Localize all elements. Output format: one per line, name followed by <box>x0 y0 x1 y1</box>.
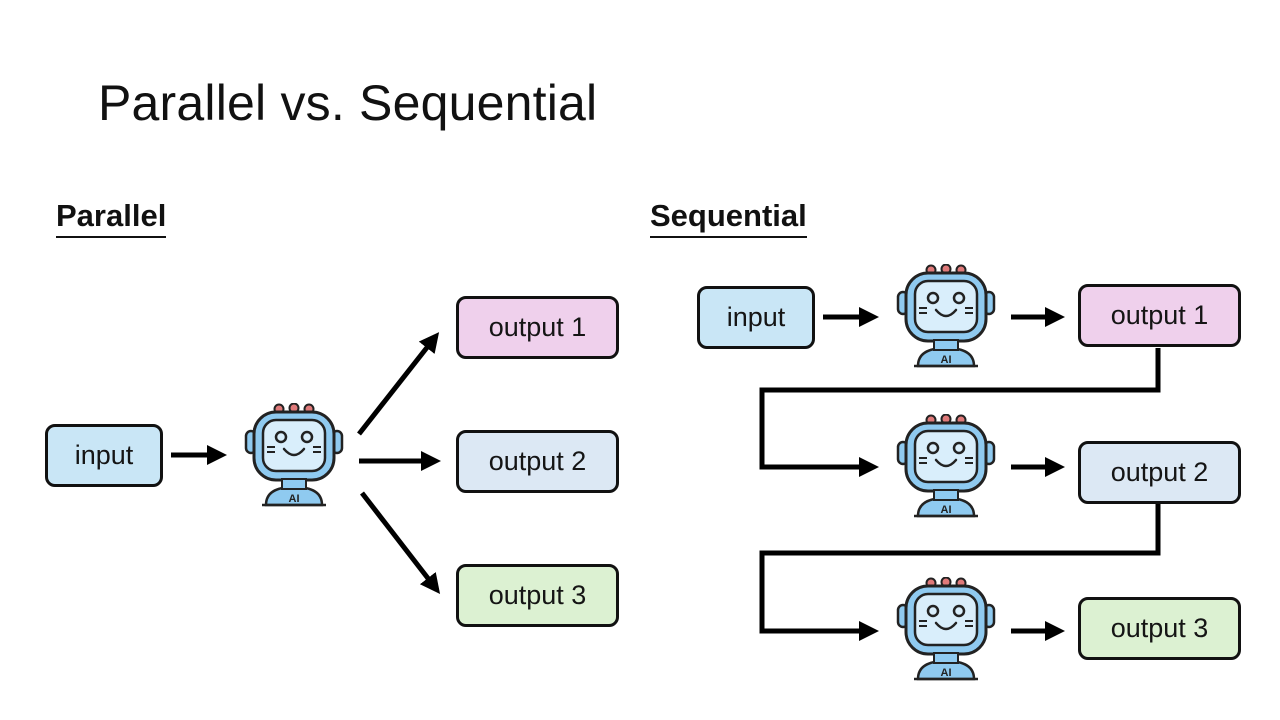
sequential-output-1-box: output 1 <box>1078 284 1241 347</box>
robot-agent-1-icon: AI <box>896 264 996 368</box>
sequential-output-2-box: output 2 <box>1078 441 1241 504</box>
parallel-output-1-box: output 1 <box>456 296 619 359</box>
sequential-heading: Sequential <box>650 198 807 238</box>
parallel-output-2-box: output 2 <box>456 430 619 493</box>
robot-badge: AI <box>941 667 952 679</box>
robot-agent-icon: AI <box>244 403 344 507</box>
robot-badge: AI <box>941 504 952 516</box>
connector-seq-output-1-to-agent-2 <box>759 348 1161 477</box>
parallel-heading: Parallel <box>56 198 167 238</box>
robot-badge: AI <box>941 354 952 366</box>
robot-agent-2-icon: AI <box>896 414 996 518</box>
arrow-parallel-agent-to-output-1 <box>357 332 440 436</box>
sequential-input-box: input <box>697 286 815 349</box>
sequential-output-3-box: output 3 <box>1078 597 1241 660</box>
robot-badge: AI <box>289 493 300 505</box>
arrow-parallel-agent-to-output-3 <box>360 491 441 594</box>
connector-seq-output-2-to-agent-3 <box>759 504 1161 641</box>
robot-agent-3-icon: AI <box>896 577 996 681</box>
slide-title: Parallel vs. Sequential <box>98 75 598 131</box>
parallel-output-3-box: output 3 <box>456 564 619 627</box>
parallel-input-box: input <box>45 424 163 487</box>
